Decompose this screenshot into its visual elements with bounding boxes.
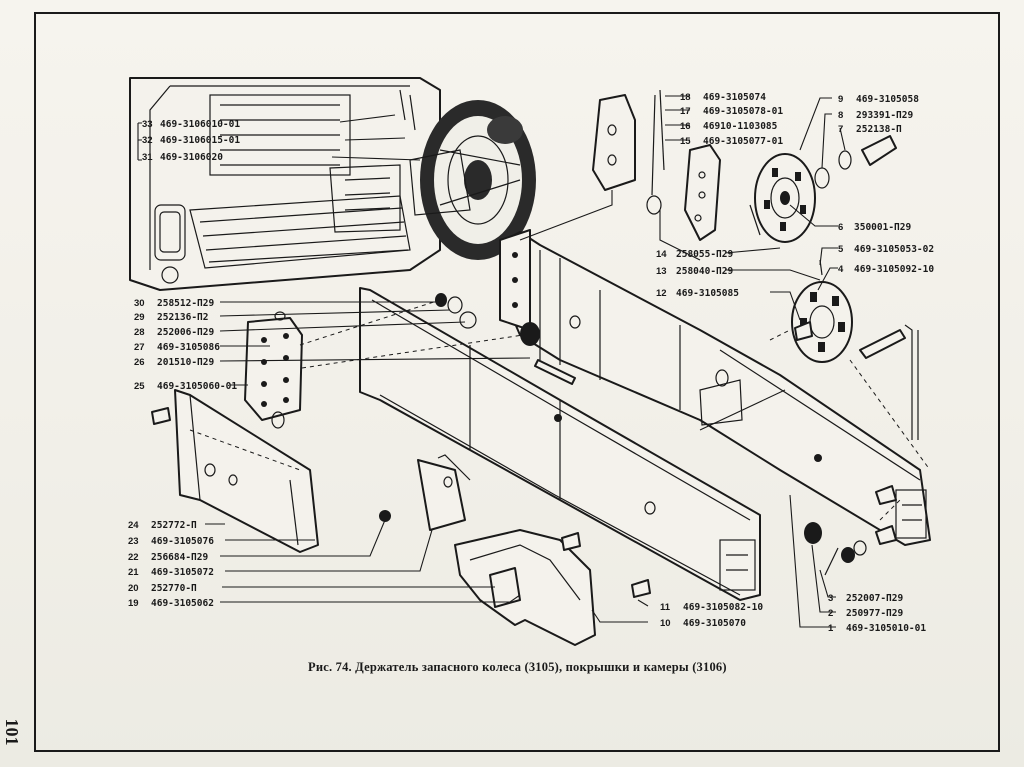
- callouts-mid-center: 14 258055-П29 13 258040-П29 12 469-31050…: [656, 249, 739, 299]
- callout-number: 32: [142, 135, 153, 146]
- part-number: 258040-П29: [676, 266, 733, 277]
- part-number: 256684-П29: [151, 552, 208, 563]
- part-number: 252770-П: [151, 583, 197, 594]
- part-number: 252007-П29: [846, 593, 903, 604]
- callouts-bottom-right: 3 252007-П29 2 250977-П29 1 469-3105010-…: [828, 593, 926, 634]
- part-number: 469-3105060-01: [157, 381, 237, 392]
- callout-number: 8: [838, 110, 843, 121]
- part-number: 469-3106020: [160, 152, 223, 163]
- part-number: 350001-П29: [854, 222, 911, 233]
- callout-number: 30: [134, 298, 145, 309]
- callouts-left-mid: 30 258512-П29 29 252136-П2 28 252006-П29…: [134, 298, 237, 392]
- page-number: 101: [2, 718, 22, 746]
- callout-number: 5: [838, 244, 844, 255]
- callout-number: 2: [828, 608, 833, 619]
- part-number: 201510-П29: [157, 357, 214, 368]
- callout-number: 9: [838, 94, 843, 105]
- callouts-bottom-center: 11 469-3105082-10 10 469-3105070: [660, 602, 763, 629]
- figure-caption: Рис. 74. Держатель запасного колеса (310…: [308, 660, 727, 674]
- callout-number: 26: [134, 357, 145, 368]
- callout-number: 11: [660, 602, 671, 613]
- part-number: 469-3105092-10: [854, 264, 934, 275]
- callout-number: 28: [134, 327, 145, 338]
- part-number: 258055-П29: [676, 249, 733, 260]
- part-number: 252136-П2: [157, 312, 208, 323]
- part-number: 252006-П29: [157, 327, 214, 338]
- upper-brackets: [592, 89, 721, 241]
- callout-number: 14: [656, 249, 667, 260]
- callout-number: 10: [660, 618, 671, 629]
- callout-number: 1: [828, 623, 834, 634]
- callout-number: 18: [680, 92, 691, 103]
- leader-lines: [137, 95, 846, 628]
- callout-number: 7: [838, 124, 843, 135]
- part-number: 258512-П29: [157, 298, 214, 309]
- callout-number: 24: [128, 520, 139, 531]
- vehicle-body-illustration: [129, 77, 441, 291]
- callout-number: 21: [128, 567, 139, 578]
- part-number: 252138-П: [856, 124, 902, 135]
- part-number: 469-3106010-01: [160, 119, 240, 130]
- callout-number: 16: [680, 121, 691, 132]
- part-number: 469-3105053-02: [854, 244, 934, 255]
- part-number: 469-3105010-01: [846, 623, 926, 634]
- part-number: 469-3105076: [151, 536, 214, 547]
- callout-number: 27: [134, 342, 145, 353]
- mounting-plate-left: [244, 311, 303, 429]
- part-number: 252772-П: [151, 520, 197, 531]
- callout-number: 15: [680, 136, 691, 147]
- part-number: 469-3105070: [683, 618, 746, 629]
- carrier-frame-assembly: [359, 229, 931, 601]
- callout-number: 25: [134, 381, 145, 392]
- fasteners: [379, 293, 897, 598]
- callout-number: 23: [128, 536, 139, 547]
- part-number: 469-3105062: [151, 598, 214, 609]
- spare-wheel: [409, 100, 536, 260]
- part-number: 469-3105058: [856, 94, 919, 105]
- callout-number: 4: [838, 264, 844, 275]
- callout-number: 29: [134, 312, 145, 323]
- callout-number: 20: [128, 583, 139, 594]
- part-number: 469-3105078-01: [703, 106, 783, 117]
- part-number: 469-3105086: [157, 342, 220, 353]
- part-number: 469-3105082-10: [683, 602, 763, 613]
- callouts-left-bottom: 24 252772-П 23 469-3105076 22 256684-П29…: [128, 520, 214, 609]
- callouts-mid-right: 6 350001-П29 5 469-3105053-02 4 469-3105…: [838, 222, 934, 275]
- page-frame: [34, 12, 1000, 752]
- callout-number: 12: [656, 288, 667, 299]
- bracket-21: [417, 454, 471, 531]
- callout-number: 33: [142, 119, 153, 130]
- part-number: 469-3105085: [676, 288, 739, 299]
- assembly-lines: [189, 299, 931, 521]
- callout-number: 13: [656, 266, 667, 277]
- callout-number: 31: [142, 152, 153, 163]
- callouts-top-center: 18 469-3105074 17 469-3105078-01 16 4691…: [680, 92, 783, 147]
- callout-number: 3: [828, 593, 833, 604]
- hubcap-assembly: [749, 135, 897, 243]
- lower-plate: [151, 389, 319, 553]
- callout-number: 19: [128, 598, 139, 609]
- callout-number: 17: [680, 106, 691, 117]
- callouts-top-right: 9 469-3105058 8 293391-П29 7 252138-П: [838, 94, 919, 135]
- callout-number: 6: [838, 222, 843, 233]
- callouts-left-top: 33 469-3106010-01 32 469-3106015-01 31 4…: [142, 119, 240, 163]
- part-number: 46910-1103085: [703, 121, 778, 132]
- part-number: 293391-П29: [856, 110, 913, 121]
- strap-10: [454, 529, 596, 646]
- part-number: 469-3105072: [151, 567, 214, 578]
- part-number: 469-3105074: [703, 92, 766, 103]
- part-number: 250977-П29: [846, 608, 903, 619]
- part-number: 469-3106015-01: [160, 135, 240, 146]
- callout-number: 22: [128, 552, 139, 563]
- part-number: 469-3105077-01: [703, 136, 783, 147]
